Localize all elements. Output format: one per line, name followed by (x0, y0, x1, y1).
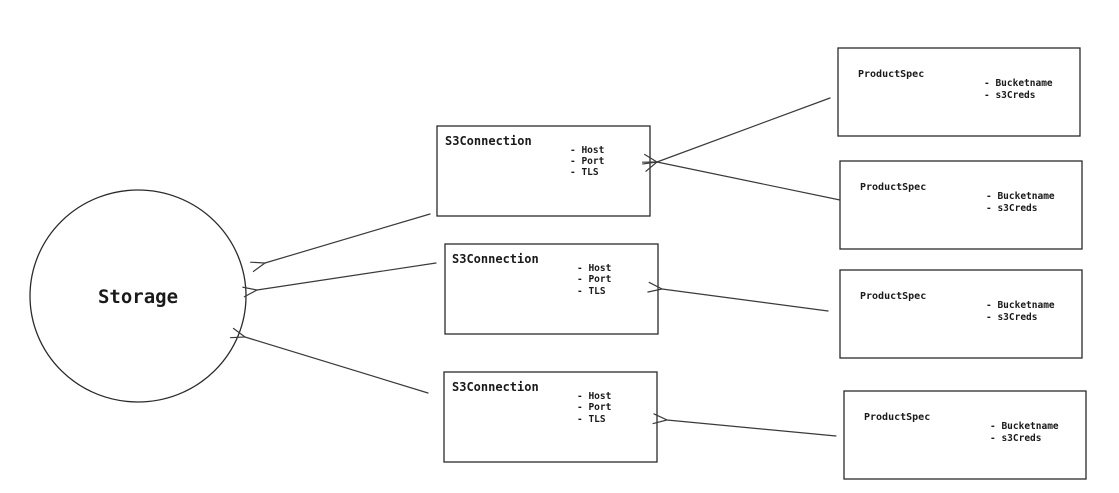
productspec-title: ProductSpec (858, 69, 924, 80)
arrow-spec-to-connection (667, 420, 837, 437)
s3connection-box: S3Connection - Host - Port - TLS (444, 243, 659, 335)
connection-field: - Port (570, 156, 604, 167)
productspec-box: ProductSpec - Bucketname - s3Creds (839, 269, 1083, 359)
connection-title: S3Connection (445, 134, 532, 148)
productspec-field: - s3Creds (984, 90, 1035, 101)
connection-title: S3Connection (452, 252, 539, 266)
productspec-title: ProductSpec (860, 182, 926, 193)
connection-field: - Host (577, 263, 611, 274)
arrow-spec-to-connection (657, 162, 841, 201)
arrow-connection-to-storage (245, 337, 429, 394)
productspec-field: - s3Creds (986, 312, 1037, 323)
productspec-field: - s3Creds (986, 203, 1037, 214)
productspec-box: ProductSpec - Bucketname - s3Creds (839, 160, 1083, 250)
connection-field: - Host (570, 145, 604, 156)
productspec-field: - Bucketname (990, 421, 1059, 432)
arrow-spec-to-connection (662, 289, 829, 312)
productspec-field: - s3Creds (990, 433, 1041, 444)
productspec-box: ProductSpec - Bucketname - s3Creds (843, 390, 1087, 480)
storage-node: Storage (29, 189, 247, 403)
productspec-title: ProductSpec (860, 291, 926, 302)
productspec-field: - Bucketname (986, 191, 1055, 202)
connection-field: - TLS (577, 414, 606, 425)
connection-field: - TLS (577, 286, 606, 297)
connection-title: S3Connection (452, 380, 539, 394)
arrow-spec-to-connection (657, 97, 831, 162)
productspec-box: ProductSpec - Bucketname - s3Creds (837, 47, 1081, 137)
arrow-connection-to-storage (257, 262, 437, 290)
arrow-connection-to-storage (265, 213, 431, 263)
connection-field: - Host (577, 391, 611, 402)
connection-field: - TLS (570, 167, 599, 178)
connection-field: - Port (577, 274, 611, 285)
storage-label: Storage (98, 286, 178, 308)
s3connection-box: S3Connection - Host - Port - TLS (436, 125, 651, 217)
productspec-field: - Bucketname (986, 300, 1055, 311)
connection-field: - Port (577, 402, 611, 413)
productspec-field: - Bucketname (984, 78, 1053, 89)
productspec-title: ProductSpec (864, 412, 930, 423)
s3connection-box: S3Connection - Host - Port - TLS (443, 371, 658, 463)
